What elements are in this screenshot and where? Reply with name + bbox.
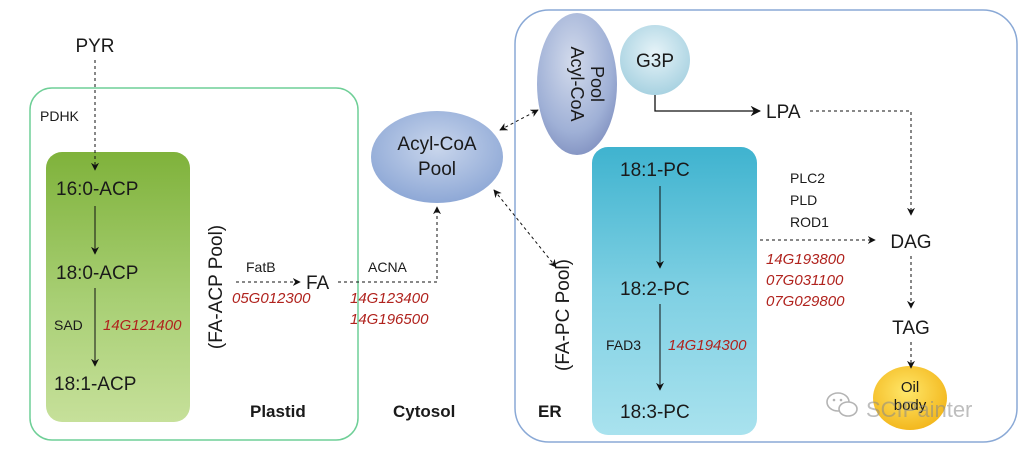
g3p-node xyxy=(620,25,690,95)
wechat-icon xyxy=(826,392,858,417)
fa-acp-pool-label: (FA-ACP Pool) xyxy=(206,225,227,349)
oil-body-label-2: body xyxy=(894,397,927,414)
watermark-text: SCIPainter xyxy=(866,397,972,422)
acyl-coa-pool-label-2: Pool xyxy=(418,159,456,180)
cytosol-label: Cytosol xyxy=(393,402,455,421)
acyl-coa-pool-er xyxy=(537,13,617,155)
acna-gene-2: 14G196500 xyxy=(350,311,429,328)
arrow-cytosol-pool-to-er-pool xyxy=(499,109,539,131)
er-label: ER xyxy=(538,402,562,421)
sad-gene: 14G121400 xyxy=(103,317,182,334)
fa-acp-block xyxy=(46,152,190,422)
acp-16-0-label: 16:0-ACP xyxy=(56,179,138,200)
lpa-label: LPA xyxy=(766,102,801,123)
watermark: SCIPainter xyxy=(826,392,972,422)
acna-enzyme: ACNA xyxy=(368,259,408,275)
arrow-g3p-to-lpa xyxy=(654,95,762,117)
oil-body-label-1: Oil xyxy=(901,379,919,396)
arrow-fa-to-acyl-coa xyxy=(338,206,441,283)
fa-label: FA xyxy=(306,273,330,294)
plastid-label: Plastid xyxy=(250,402,306,421)
pc-18-2-label: 18:2-PC xyxy=(620,279,690,300)
oil-body-node xyxy=(873,366,947,430)
g3p-label: G3P xyxy=(636,51,674,72)
dag-label: DAG xyxy=(890,232,931,253)
pc-18-1-label: 18:1-PC xyxy=(620,160,690,181)
er-acyl-coa-pool-label-2: Pool xyxy=(587,66,607,102)
acyl-coa-pool-cytosol xyxy=(371,111,503,203)
pyr-label: PYR xyxy=(75,36,114,57)
tag-label: TAG xyxy=(892,318,930,339)
plastid-compartment xyxy=(29,87,359,441)
dag-gene-1: 14G193800 xyxy=(766,251,845,268)
plc2-enzyme: PLC2 xyxy=(790,170,825,186)
fatb-gene: 05G012300 xyxy=(232,290,311,307)
acyl-coa-pool-label-1: Acyl-CoA xyxy=(397,134,477,155)
acp-18-1-label: 18:1-ACP xyxy=(54,374,136,395)
sad-enzyme: SAD xyxy=(54,317,83,333)
pld-enzyme: PLD xyxy=(790,192,817,208)
fa-pc-pool-label: (FA-PC Pool) xyxy=(553,259,574,371)
fatb-enzyme: FatB xyxy=(246,259,276,275)
rod1-enzyme: ROD1 xyxy=(790,214,829,230)
dag-gene-3: 07G029800 xyxy=(766,293,845,310)
arrow-lpa-to-dag xyxy=(810,110,915,216)
dag-gene-2: 07G031100 xyxy=(766,272,844,289)
pdhk-enzyme: PDHK xyxy=(40,108,80,124)
acna-gene-1: 14G123400 xyxy=(350,290,429,307)
pc-18-3-label: 18:3-PC xyxy=(620,402,690,423)
acp-18-0-label: 18:0-ACP xyxy=(56,263,138,284)
er-acyl-coa-pool-label-1: Acyl-CoA xyxy=(567,46,587,121)
fad3-gene: 14G194300 xyxy=(668,337,747,354)
arrow-cytosol-pool-to-pc xyxy=(493,189,557,268)
fa-pc-block xyxy=(592,147,757,435)
fad3-enzyme: FAD3 xyxy=(606,337,641,353)
